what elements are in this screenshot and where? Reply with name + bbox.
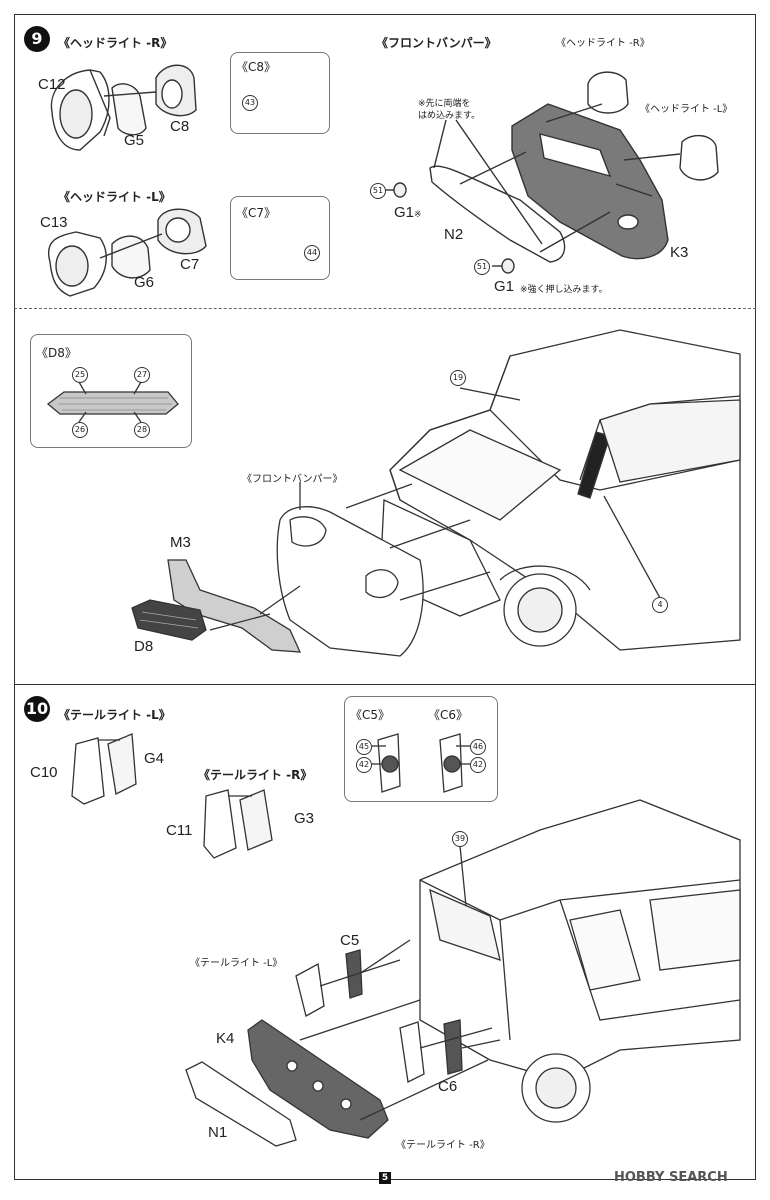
bumper-headlight-l-label: 《ヘッドライト -L》	[640, 104, 733, 115]
part-label-g3: G3	[294, 810, 315, 827]
taillight-r-title: 《テールライト -R》	[198, 768, 313, 782]
section-divider	[14, 684, 756, 685]
part-label-g6: G6	[134, 274, 155, 291]
step-9-badge: 9	[24, 26, 50, 52]
part-label-g1-top: G1※	[394, 204, 422, 221]
part-label-g5: G5	[124, 132, 145, 149]
front-bumper-title: 《フロントバンパー》	[376, 36, 497, 50]
step-10-badge: 10	[24, 696, 50, 722]
part-label-m3: M3	[170, 534, 191, 551]
part-label-c6: C6	[438, 1078, 458, 1095]
watermark-text: HOBBY SEARCH	[614, 1170, 728, 1185]
d8-detail-title: 《D8》	[36, 346, 77, 360]
c6-detail-title: 《C6》	[428, 708, 469, 722]
part-label-c10: C10	[30, 764, 58, 781]
bumper-headlight-r-label: 《ヘッドライト -R》	[556, 38, 650, 49]
part-number-51-top: 51	[370, 183, 386, 199]
part-label-c12: C12	[38, 76, 66, 93]
c8-detail-box	[230, 52, 330, 134]
part-number-19: 19	[450, 370, 466, 386]
page-number: 5	[379, 1172, 391, 1184]
part-label-c13: C13	[40, 214, 68, 231]
c7-detail-title: 《C7》	[236, 206, 277, 220]
front-bumper-callout: 《フロントバンパー》	[242, 474, 343, 485]
part-label-c11: C11	[166, 822, 193, 839]
part-number-46: 46	[470, 739, 486, 755]
part-label-c8: C8	[170, 118, 190, 135]
headlight-l-title: 《ヘッドライト -L》	[58, 190, 171, 204]
part-number-51-bottom: 51	[474, 259, 490, 275]
callout-taillight-r: 《テールライト -R》	[396, 1140, 490, 1151]
part-label-g4: G4	[144, 750, 165, 767]
part-number-4: 4	[652, 597, 668, 613]
part-label-g1-bottom: G1	[494, 278, 515, 295]
part-number-42-c6: 42	[470, 757, 486, 773]
dashed-divider	[14, 308, 756, 309]
taillight-l-title: 《テールライト -L》	[58, 708, 171, 722]
part-number-26: 26	[72, 422, 88, 438]
note-fit-ends-first: ※先に両端を はめ込みます。	[418, 99, 481, 121]
part-number-45: 45	[356, 739, 372, 755]
part-number-39: 39	[452, 831, 468, 847]
c5-detail-title: 《C5》	[350, 708, 391, 722]
d8-detail-box	[30, 334, 192, 448]
c7-detail-box	[230, 196, 330, 280]
part-number-28: 28	[134, 422, 150, 438]
part-number-43: 43	[242, 95, 258, 111]
part-number-42-c5: 42	[356, 757, 372, 773]
headlight-r-title: 《ヘッドライト -R》	[58, 36, 173, 50]
part-label-c5: C5	[340, 932, 360, 949]
part-label-k3: K3	[670, 244, 689, 261]
part-number-27: 27	[134, 367, 150, 383]
part-label-c7: C7	[180, 256, 200, 273]
part-label-n2: N2	[444, 226, 464, 243]
note-press-firmly: ※強く押し込みます。	[520, 285, 608, 295]
callout-taillight-l: 《テールライト -L》	[190, 958, 283, 969]
part-label-n1: N1	[208, 1124, 228, 1141]
part-number-44: 44	[304, 245, 320, 261]
part-label-k4: K4	[216, 1030, 235, 1047]
part-label-d8: D8	[134, 638, 154, 655]
c8-detail-title: 《C8》	[236, 60, 277, 74]
